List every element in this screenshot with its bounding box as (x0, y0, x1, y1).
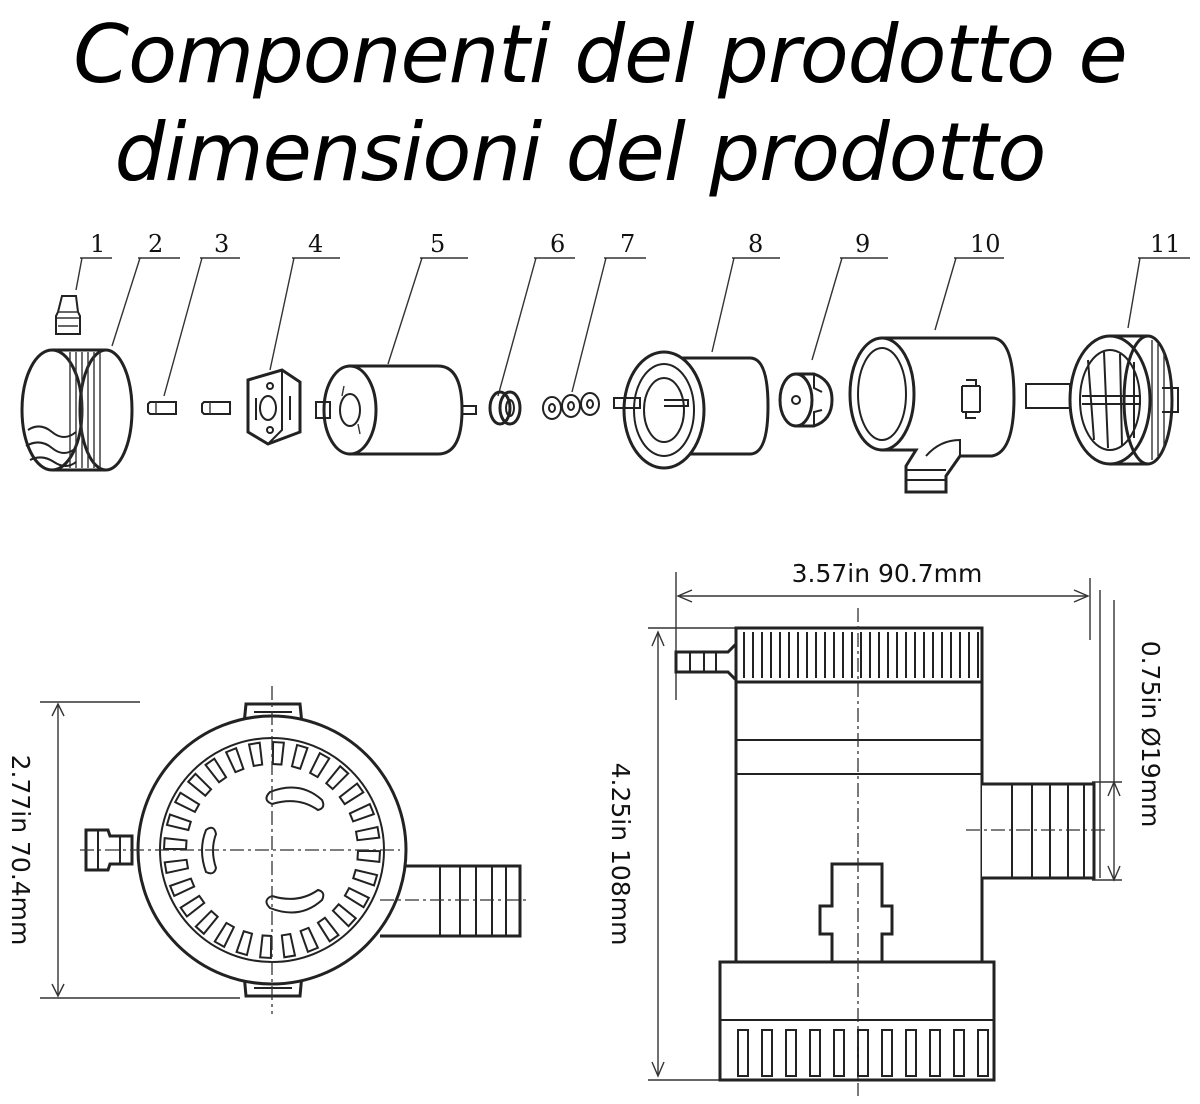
part-5-motor (315, 364, 477, 456)
dim-width: 3.57in 90.7mm (792, 559, 983, 588)
part-10-pump-housing (848, 336, 1016, 494)
part-label-2: 2 (148, 230, 163, 258)
part-label-1: 1 (90, 230, 105, 258)
leader-lines (75, 257, 1190, 397)
part-11-base-cap (1025, 334, 1179, 466)
part-label-8: 8 (748, 230, 763, 258)
part-1-hose-barb (55, 295, 81, 335)
part-9-impeller (778, 372, 834, 428)
part-label-3: 3 (214, 230, 229, 258)
part-label-7: 7 (620, 230, 635, 258)
part-label-11: 11 (1150, 230, 1181, 258)
exploded-view: 1 2 3 4 5 6 7 8 9 10 11 (20, 230, 1190, 494)
dim-outlet-diameter: 0.75in Ø19mm (1136, 641, 1165, 828)
part-labels: 1 2 3 4 5 6 7 8 9 10 11 (90, 230, 1181, 258)
part-label-4: 4 (308, 230, 323, 258)
part-label-9: 9 (855, 230, 870, 258)
part-7-washers (542, 392, 600, 420)
title-line-1: Componenti del prodotto e (73, 8, 1127, 101)
part-3-screws (147, 401, 231, 415)
part-6-seal (488, 390, 522, 426)
title-line-2: dimensioni del prodotto (114, 106, 1047, 199)
page-title: Componenti del prodotto e dimensioni del… (0, 0, 1200, 210)
side-view-drawing: 3.57in 90.7mm 4.25in 108mm 0.75in Ø19mm (606, 559, 1165, 1096)
part-8-housing-cup (613, 350, 770, 470)
part-2-strainer-cap (20, 348, 134, 472)
part-label-6: 6 (550, 230, 565, 258)
dim-height: 4.25in 108mm (606, 763, 635, 946)
part-4-motor-plate (246, 368, 302, 446)
part-label-5: 5 (430, 230, 445, 258)
part-label-10: 10 (970, 230, 1001, 258)
top-view-drawing: 2.77in 70.4mm (6, 686, 526, 1014)
dim-base-diameter: 2.77in 70.4mm (6, 755, 35, 946)
